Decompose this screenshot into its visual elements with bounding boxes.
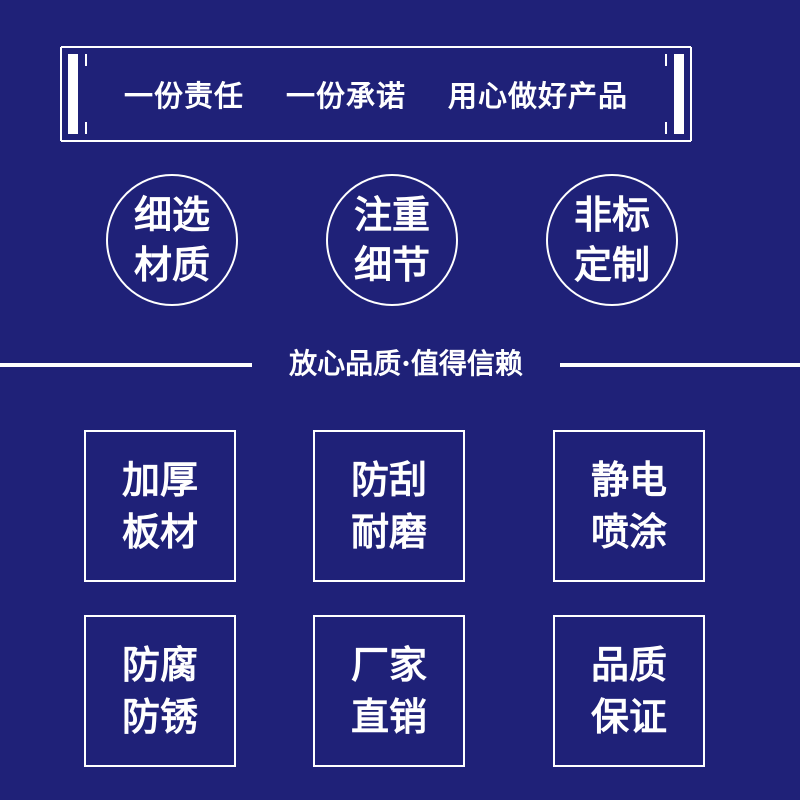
divider-line-right <box>560 363 800 367</box>
circle-badges: 细选 材质 注重 细节 非标 定制 <box>0 174 800 306</box>
circle-badge-custom: 非标 定制 <box>546 174 678 306</box>
feature-box-scratch-resistant: 防刮 耐磨 <box>313 430 465 582</box>
feature-box-anti-corrosion: 防腐 防锈 <box>84 615 236 767</box>
slogan-frame: 一份责任 一份承诺 用心做好产品 <box>60 46 692 142</box>
section-divider: 放心品质·值得信赖 <box>0 342 800 386</box>
circle-badge-line1: 细选 <box>133 192 210 237</box>
feature-line2: 保证 <box>590 694 667 739</box>
circle-badge-line1: 注重 <box>353 192 430 237</box>
feature-line1: 防腐 <box>121 642 198 687</box>
circle-badge-line2: 细节 <box>353 242 430 287</box>
feature-line2: 板材 <box>121 509 198 554</box>
feature-box-electrostatic-spray: 静电 喷涂 <box>553 430 705 582</box>
feature-line2: 直销 <box>350 694 427 739</box>
feature-line2: 喷涂 <box>590 509 667 554</box>
feature-line1: 防刮 <box>350 457 427 502</box>
circle-badge-line2: 材质 <box>133 242 210 287</box>
feature-box-thick-board: 加厚 板材 <box>84 430 236 582</box>
feature-line2: 耐磨 <box>350 509 427 554</box>
feature-line2: 防锈 <box>121 694 198 739</box>
circle-badge-material: 细选 材质 <box>106 174 238 306</box>
feature-line1: 静电 <box>590 457 667 502</box>
feature-line1: 厂家 <box>350 642 427 687</box>
slogan-promise: 一份承诺 <box>285 79 406 113</box>
feature-line1: 加厚 <box>121 457 198 502</box>
divider-line-left <box>0 363 252 367</box>
circle-badge-line1: 非标 <box>573 192 650 237</box>
circle-badge-line2: 定制 <box>573 242 650 287</box>
feature-box-quality-guarantee: 品质 保证 <box>553 615 705 767</box>
feature-box-factory-direct: 厂家 直销 <box>313 615 465 767</box>
circle-badge-detail: 注重 细节 <box>326 174 458 306</box>
slogan-row: 一份责任 一份承诺 用心做好产品 <box>60 46 692 142</box>
slogan-responsibility: 一份责任 <box>123 79 244 113</box>
section-title: 放心品质·值得信赖 <box>289 347 523 380</box>
feature-line1: 品质 <box>590 642 667 687</box>
decorative-frame-border <box>60 46 692 142</box>
slogan-quality-product: 用心做好产品 <box>448 79 629 113</box>
